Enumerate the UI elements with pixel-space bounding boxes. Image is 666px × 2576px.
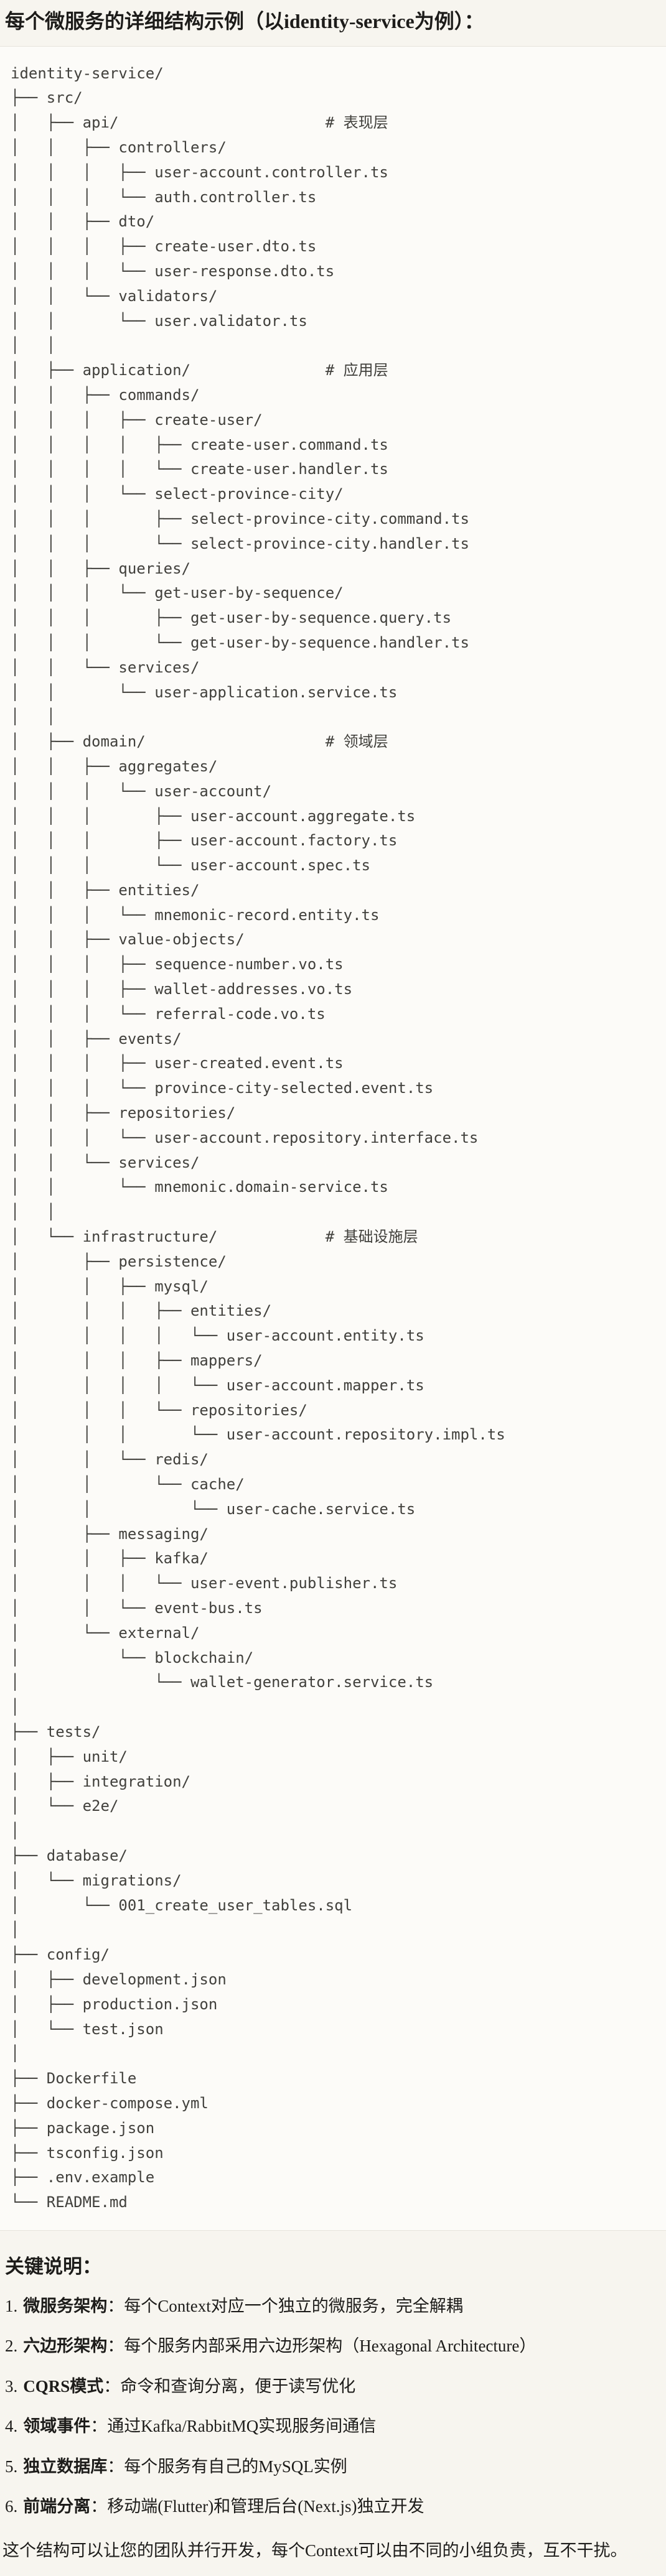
file-tree: identity-service/ ├── src/ │ ├── api/ # … bbox=[11, 64, 505, 2211]
note-text: 每个服务内部采用六边形架构（Hexagonal Architecture） bbox=[124, 2337, 537, 2356]
note-item-domain-events: 4. 领域事件：通过Kafka/RabbitMQ实现服务间通信 bbox=[5, 2415, 661, 2437]
note-number: 5. bbox=[5, 2457, 18, 2476]
note-separator: ： bbox=[103, 2376, 121, 2396]
note-number: 1. bbox=[5, 2296, 18, 2315]
note-number: 2. bbox=[5, 2337, 18, 2356]
note-text: 命令和查询分离，便于读写优化 bbox=[120, 2376, 356, 2396]
note-label: 六边形架构 bbox=[23, 2337, 108, 2356]
note-item-microservice: 1. 微服务架构：每个Context对应一个独立的微服务，完全解耦 bbox=[5, 2295, 661, 2317]
note-separator: ： bbox=[90, 2497, 108, 2516]
note-item-hexagonal: 2. 六边形架构：每个服务内部采用六边形架构（Hexagonal Architec… bbox=[5, 2335, 661, 2357]
note-label: 微服务架构 bbox=[23, 2296, 108, 2315]
note-label: 领域事件 bbox=[23, 2417, 91, 2436]
note-text: 移动端(Flutter)和管理后台(Next.js)独立开发 bbox=[107, 2497, 424, 2516]
note-separator: ： bbox=[107, 2457, 124, 2476]
notes-list: 1.微服务架构：每个Context对应一个独立的微服务，完全解耦 2.六边形架构… bbox=[0, 2295, 666, 2518]
note-label: 独立数据库 bbox=[23, 2457, 108, 2476]
note-number: 6. bbox=[5, 2497, 18, 2516]
note-text: 每个Context对应一个独立的微服务，完全解耦 bbox=[124, 2296, 463, 2315]
note-separator: ： bbox=[107, 2296, 124, 2315]
note-text: 每个服务有自己的MySQL实例 bbox=[124, 2457, 347, 2476]
note-label: CQRS模式 bbox=[23, 2376, 104, 2396]
note-separator: ： bbox=[107, 2337, 124, 2356]
note-text: 通过Kafka/RabbitMQ实现服务间通信 bbox=[107, 2417, 377, 2436]
notes-heading: 关键说明： bbox=[5, 2255, 101, 2277]
note-item-frontend-split: 6. 前端分离：移动端(Flutter)和管理后台(Next.js)独立开发 bbox=[5, 2495, 661, 2518]
note-item-independent-db: 5. 独立数据库：每个服务有自己的MySQL实例 bbox=[5, 2455, 661, 2478]
closing-paragraph: 这个结构可以让您的团队并行开发，每个Context可以由不同的小组负责，互不干扰… bbox=[2, 2541, 627, 2560]
note-separator: ： bbox=[90, 2417, 108, 2436]
note-label: 前端分离 bbox=[23, 2497, 91, 2516]
note-item-cqrs: 3.CQRS模式：命令和查询分离，便于读写优化 bbox=[5, 2375, 661, 2397]
note-number: 4. bbox=[5, 2417, 18, 2436]
code-block: identity-service/ ├── src/ │ ├── api/ # … bbox=[0, 45, 666, 2231]
page-title: 每个微服务的详细结构示例（以identity-service为例）： bbox=[5, 10, 484, 32]
note-number: 3. bbox=[5, 2376, 18, 2396]
